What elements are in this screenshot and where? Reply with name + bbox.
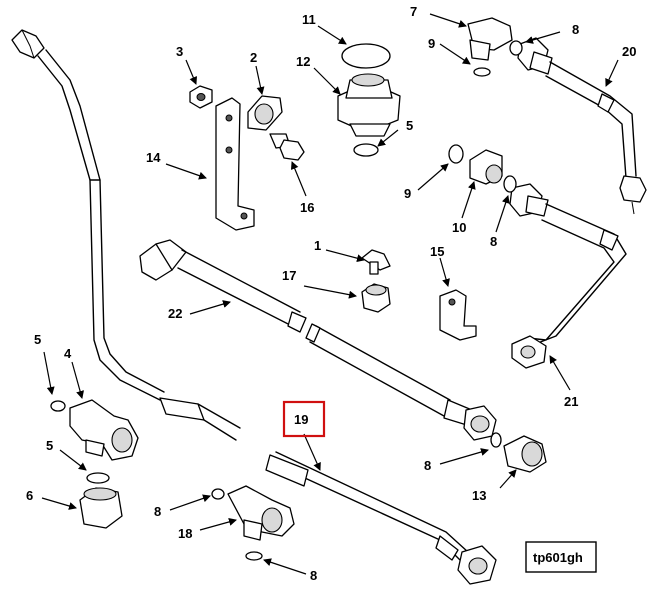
- part-8-seal-b: [503, 175, 517, 193]
- part-13-cap: [503, 435, 547, 473]
- callout-4: 4: [64, 346, 72, 361]
- callout-18: 18: [178, 526, 192, 541]
- part-18-tee: [227, 485, 295, 541]
- callout-8-top: 8: [572, 22, 579, 37]
- tube-end-nut: [11, 29, 45, 59]
- callout-12: 12: [296, 54, 310, 69]
- part-8-seal-e: [490, 432, 502, 448]
- part-5-oring-upper: [353, 143, 379, 157]
- highlight-frame: [282, 400, 326, 438]
- part-8-seal-d: [245, 551, 263, 561]
- hose-20: [517, 37, 647, 215]
- part-9-seal-b: [448, 144, 464, 164]
- callout-17: 17: [282, 268, 296, 283]
- hose-21: [509, 183, 627, 369]
- highlighted-callout: 19: [282, 400, 326, 438]
- callouts: 11 12 7 8 9 20 3 2 5 14 16 9 10 8 1 15 1…: [26, 4, 636, 583]
- callout-5-top: 5: [406, 118, 413, 133]
- callout-21: 21: [564, 394, 578, 409]
- callout-6: 6: [26, 488, 33, 503]
- part-12-fitting: [337, 73, 401, 137]
- callout-13: 13: [472, 488, 486, 503]
- part-7-elbow: [467, 17, 513, 61]
- callout-22: 22: [168, 306, 182, 321]
- part-8-seal-c: [211, 488, 225, 500]
- callout-10: 10: [452, 220, 466, 235]
- callout-5-left: 5: [34, 332, 41, 347]
- long-tube-assembly: [11, 29, 497, 585]
- callout-2: 2: [250, 50, 257, 65]
- callout-1: 1: [314, 238, 321, 253]
- callout-9-mid: 9: [404, 186, 411, 201]
- part-2-clamp: [247, 95, 283, 131]
- callout-8-right: 8: [424, 458, 431, 473]
- callout-20: 20: [622, 44, 636, 59]
- callout-9-top: 9: [428, 36, 435, 51]
- part-10-adapter: [469, 149, 503, 185]
- part-5-oring-lower: [86, 472, 110, 484]
- leader-lines: [41, 13, 619, 575]
- part-16-bolt: [269, 133, 305, 161]
- hose-22: [139, 239, 497, 441]
- part-8-seal-a: [509, 40, 523, 56]
- callout-3: 3: [176, 44, 183, 59]
- callout-16: 16: [300, 200, 314, 215]
- part-4-tee: [69, 399, 139, 461]
- reference-frame: [525, 541, 597, 573]
- part-14-bracket: [215, 97, 255, 231]
- callout-19: 19: [294, 412, 308, 427]
- part-6-nut: [79, 487, 123, 529]
- callout-14: 14: [146, 150, 161, 165]
- callout-8-lower: 8: [154, 504, 161, 519]
- callout-8-bottom: 8: [310, 568, 317, 583]
- part-9-seal-a: [473, 67, 491, 77]
- part-5-oring-left: [50, 400, 66, 412]
- callout-5-lower: 5: [46, 438, 53, 453]
- callout-15: 15: [430, 244, 444, 259]
- callout-7: 7: [410, 4, 417, 19]
- part-17-nut: [361, 283, 391, 313]
- part-15-bracket: [439, 289, 477, 341]
- part-1-valve: [361, 249, 391, 275]
- part-11-oring: [341, 43, 391, 69]
- reference-code-box: tp601gh: [525, 541, 597, 573]
- reference-code: tp601gh: [533, 550, 583, 565]
- callout-8-mid: 8: [490, 234, 497, 249]
- callout-11: 11: [302, 12, 316, 27]
- part-3-nut: [189, 85, 213, 109]
